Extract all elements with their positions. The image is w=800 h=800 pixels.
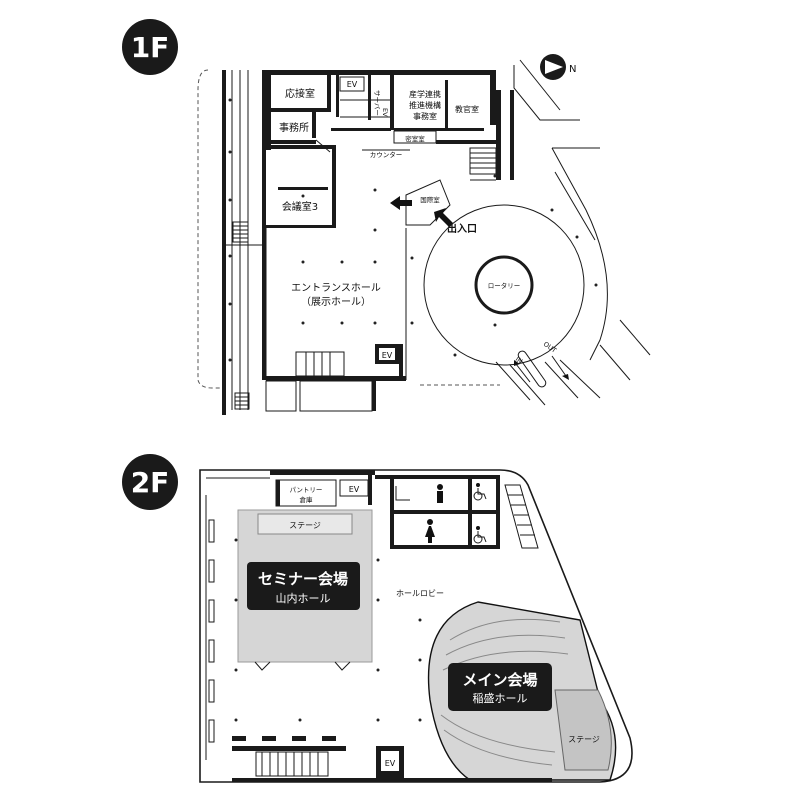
floor-2-badge: 2F xyxy=(122,454,178,510)
toilet-wheelchair-icon xyxy=(473,483,487,501)
room-office-label: 事務所 xyxy=(279,121,309,134)
seminar-hall: ステージ セミナー会場 山内ホール xyxy=(237,509,373,671)
stairs-icon xyxy=(234,392,250,410)
main-stage-label: ステージ xyxy=(568,735,600,744)
room-meeting-3-label: 会議室3 xyxy=(282,200,318,213)
industry-office-label-1: 産学連携 xyxy=(409,89,441,99)
elevator-label: EV xyxy=(347,80,358,89)
counter-label: カウンター xyxy=(370,150,403,159)
entrance-hall-label: エントランスホール xyxy=(291,282,381,294)
elevator-2-label: EV xyxy=(382,351,393,360)
floor-1-badge: 1F xyxy=(122,19,178,75)
floor-1-badge-label: 1F xyxy=(131,31,170,64)
pantry-label: パントリー xyxy=(290,486,323,494)
stairs-icon xyxy=(232,221,249,243)
floor-1-plan: 1F N xyxy=(122,19,651,415)
hall-lobby-label: ホールロビー xyxy=(396,589,444,598)
faculty-room-label: 教官室 xyxy=(455,104,479,114)
seminar-stage-label: ステージ xyxy=(289,521,321,530)
road-out-label: OUT xyxy=(542,340,558,355)
north-arrow-icon xyxy=(540,54,566,80)
main-hall-title: メイン会場 xyxy=(462,671,537,689)
stairs-icon xyxy=(469,147,497,175)
server-room-label: サーバー xyxy=(373,90,381,116)
toilet-wheelchair-icon xyxy=(473,526,487,544)
floor-2-plan: 2F パントリー 倉庫 EV xyxy=(122,454,633,783)
seminar-hall-title: セミナー会場 xyxy=(258,570,348,588)
window-slots xyxy=(208,519,215,743)
elevator-top-label: EV xyxy=(349,485,360,494)
seminar-hall-subtitle: 山内ホール xyxy=(276,591,331,605)
stairs-icon xyxy=(255,751,329,777)
industry-office-label-2: 推進機構 xyxy=(409,100,441,110)
secret-room-label: 密室室 xyxy=(405,134,425,143)
rotary-label: ロータリー xyxy=(488,281,521,290)
main-hall: ステージ メイン会場 稲盛ホール xyxy=(427,601,617,781)
arrow-up-left-icon xyxy=(434,208,453,227)
north-label: N xyxy=(569,64,576,75)
stairs-icon xyxy=(295,351,345,377)
floor-2-badge-label: 2F xyxy=(131,466,170,499)
toilet-female-icon xyxy=(425,519,435,543)
industry-office-label-3: 事務室 xyxy=(413,111,437,121)
arrow-up-icon xyxy=(514,360,531,383)
storage-label: 倉庫 xyxy=(300,495,314,504)
exhibition-hall-label: （展示ホール） xyxy=(301,296,371,308)
elevator-vertical-label: EV xyxy=(381,108,389,117)
rotary-roundabout: ロータリー xyxy=(423,204,585,366)
arrow-down-icon xyxy=(551,355,569,380)
international-room-label: 国際室 xyxy=(420,195,440,204)
entrance-label: 出入口 xyxy=(447,222,477,235)
road-in-label: IN xyxy=(514,355,524,366)
arrow-left-icon xyxy=(390,196,412,210)
main-hall-subtitle: 稲盛ホール xyxy=(473,691,528,705)
toilet-male-icon xyxy=(437,484,443,503)
room-reception-label: 応接室 xyxy=(285,87,315,100)
stairs-icon xyxy=(504,484,539,549)
elevator-bottom-label: EV xyxy=(385,759,396,768)
